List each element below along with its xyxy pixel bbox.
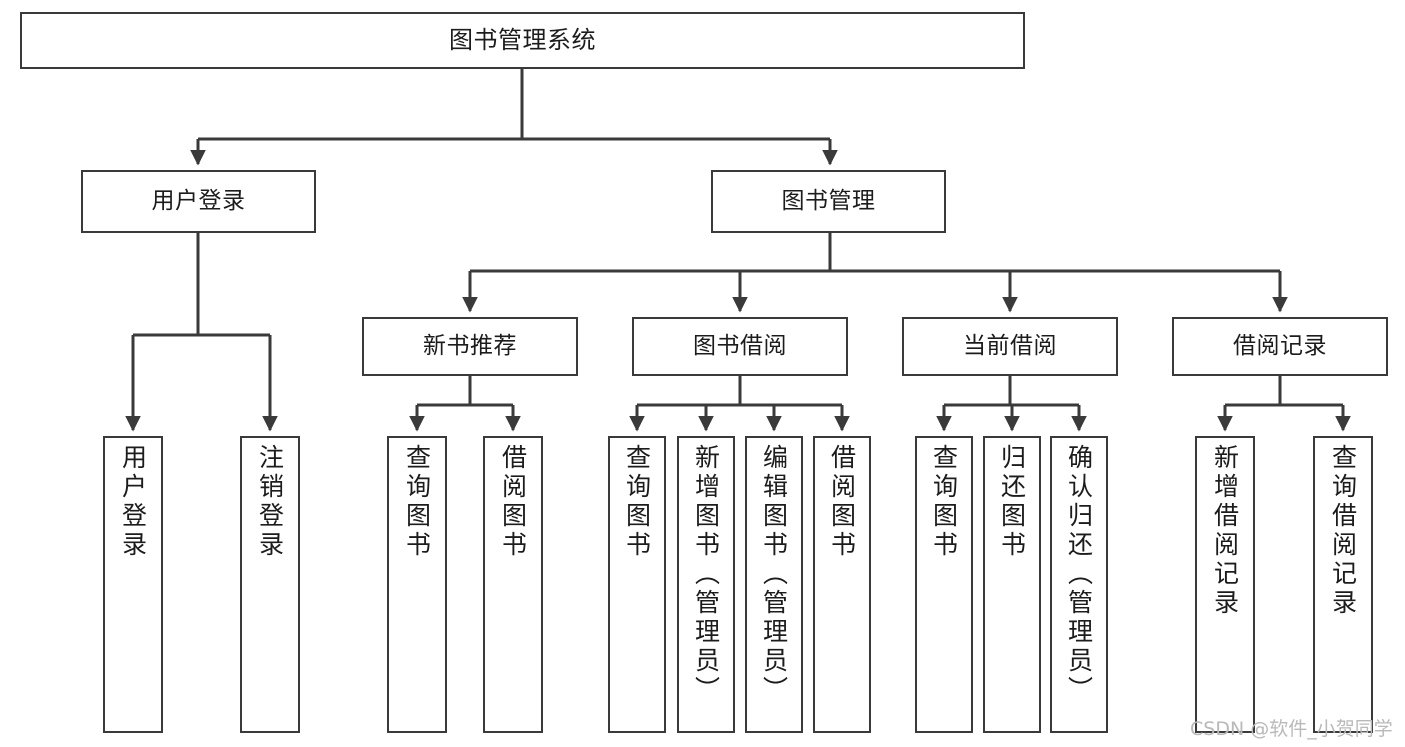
node-label: 归还图书 — [997, 444, 1027, 560]
node-label: 借阅图书 — [498, 444, 528, 560]
node-leaf-query-book-2[interactable]: 查询图书 — [608, 436, 666, 733]
node-leaf-edit-book[interactable]: 编辑图书（管理员） — [745, 436, 803, 733]
node-label: 新增图书（管理员） — [691, 444, 721, 705]
node-label: 查询图书 — [622, 444, 652, 560]
node-user-login[interactable]: 用户登录 — [81, 170, 316, 233]
node-label: 编辑图书（管理员） — [759, 444, 789, 705]
node-leaf-query-record[interactable]: 查询借阅记录 — [1313, 436, 1373, 733]
node-label: 查询图书 — [929, 444, 959, 560]
node-borrow-record[interactable]: 借阅记录 — [1172, 317, 1388, 376]
node-leaf-logout-login[interactable]: 注销登录 — [240, 436, 300, 733]
node-label: 当前借阅 — [963, 332, 1057, 359]
node-new-book-recommend[interactable]: 新书推荐 — [362, 317, 578, 376]
node-label: 借阅图书 — [827, 444, 857, 560]
node-label: 新书推荐 — [423, 332, 517, 359]
node-label: 用户登录 — [151, 187, 246, 214]
node-label: 查询借阅记录 — [1328, 444, 1358, 618]
node-leaf-return-book[interactable]: 归还图书 — [983, 436, 1041, 733]
node-label: 图书管理系统 — [449, 26, 596, 55]
node-label: 图书借阅 — [693, 332, 787, 359]
node-label: 查询图书 — [402, 444, 432, 560]
node-label: 借阅记录 — [1233, 332, 1327, 359]
node-current-borrow[interactable]: 当前借阅 — [902, 317, 1118, 376]
node-leaf-query-book-1[interactable]: 查询图书 — [387, 436, 447, 733]
node-label: 注销登录 — [255, 444, 285, 560]
node-label: 新增借阅记录 — [1210, 444, 1240, 618]
watermark: CSDN @软件_小贺同学 — [1190, 718, 1393, 740]
node-leaf-user-login[interactable]: 用户登录 — [103, 436, 163, 733]
node-leaf-query-book-3[interactable]: 查询图书 — [915, 436, 973, 733]
node-leaf-borrow-book-2[interactable]: 借阅图书 — [813, 436, 871, 733]
node-leaf-confirm-return[interactable]: 确认归还（管理员） — [1050, 436, 1108, 733]
node-leaf-add-record[interactable]: 新增借阅记录 — [1195, 436, 1255, 733]
node-label: 确认归还（管理员） — [1064, 444, 1094, 705]
node-leaf-borrow-book-1[interactable]: 借阅图书 — [483, 436, 543, 733]
node-book-borrow[interactable]: 图书借阅 — [632, 317, 848, 376]
node-label: 图书管理 — [781, 187, 876, 214]
node-leaf-add-book[interactable]: 新增图书（管理员） — [677, 436, 735, 733]
node-book-management-system[interactable]: 图书管理系统 — [20, 12, 1025, 69]
node-book-management[interactable]: 图书管理 — [711, 170, 946, 233]
node-label: 用户登录 — [118, 444, 148, 560]
